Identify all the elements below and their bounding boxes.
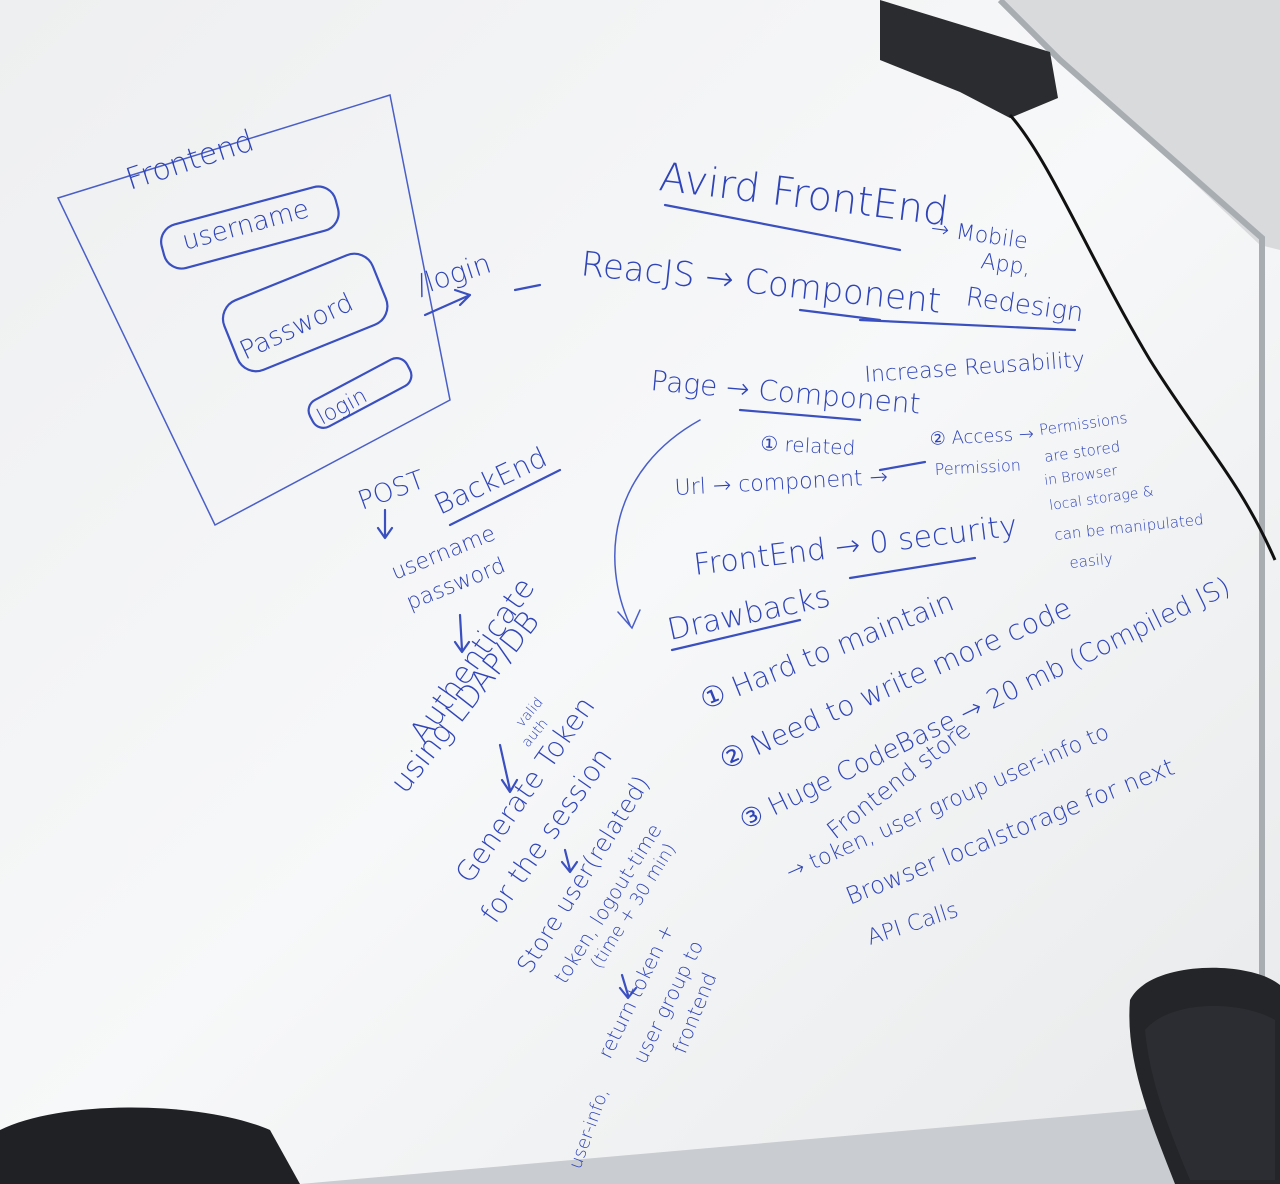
login-button-sketch	[307, 357, 413, 429]
flow-arrow-4	[618, 973, 638, 1000]
username-box	[160, 185, 340, 270]
cable	[1008, 114, 1277, 561]
chair-left	[0, 1107, 300, 1184]
security-underline	[848, 556, 977, 580]
flow-arrow-2	[498, 743, 519, 794]
flow-arrow-1	[453, 613, 471, 654]
page-component-underline	[738, 408, 862, 422]
title-underline	[663, 203, 902, 252]
flow-arrow-3	[560, 848, 579, 874]
redesign-line	[858, 318, 1077, 332]
component-underline	[798, 308, 882, 322]
dash	[513, 283, 542, 292]
curved-arrow	[614, 419, 701, 630]
login-frame	[56, 94, 451, 527]
projector-screen-case	[880, 0, 1058, 118]
permissions-note-line: easily	[1069, 550, 1114, 572]
board-frame	[997, 0, 1265, 1100]
permission-label: Permission	[934, 456, 1021, 479]
related-label: ① related	[760, 431, 856, 460]
password-box	[221, 252, 389, 373]
drawbacks-underline	[670, 618, 802, 652]
backend-underline	[448, 468, 562, 527]
url-arrow	[878, 460, 927, 472]
login-arrow	[423, 288, 472, 317]
post-arrow	[376, 508, 394, 540]
